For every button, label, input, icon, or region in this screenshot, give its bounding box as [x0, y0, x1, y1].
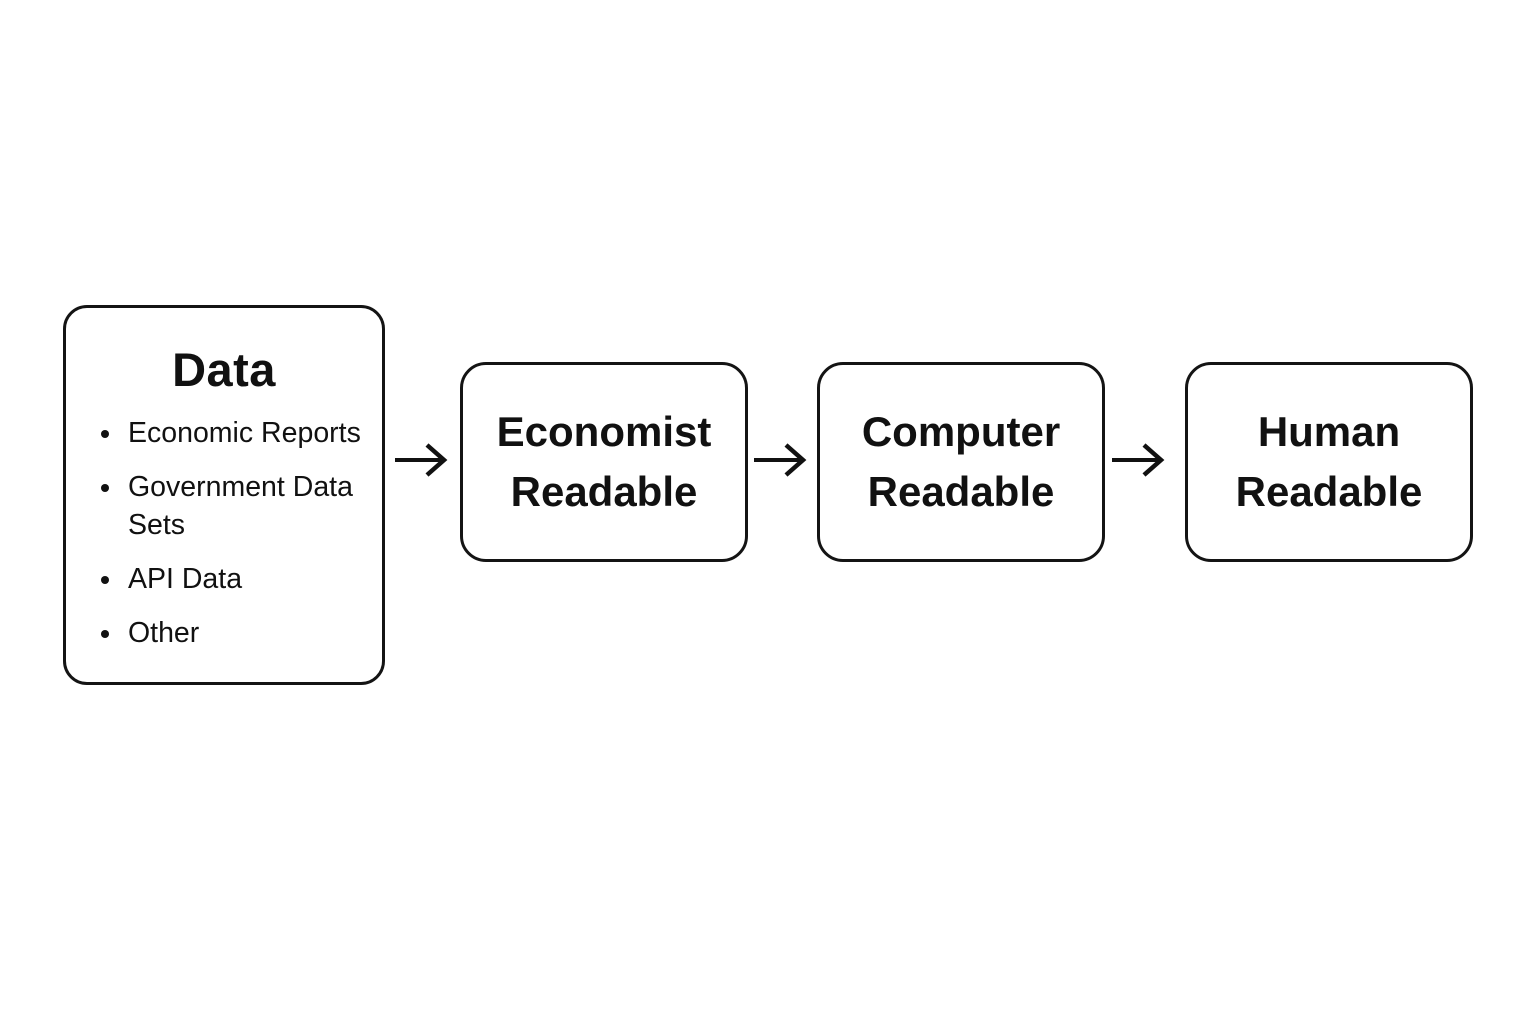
stage-label: Human Readable [1235, 408, 1423, 515]
arrow-right-icon [393, 438, 453, 482]
list-item: API Data [124, 561, 364, 599]
list-item: Economic Reports [124, 415, 364, 453]
stage-label: Economist Readable [496, 408, 712, 515]
arrow-right-icon [1110, 438, 1170, 482]
data-source-box: Data Economic Reports Government Data Se… [63, 305, 385, 685]
stage-box-human-readable: Human Readable [1185, 362, 1473, 562]
arrow-right-icon [752, 438, 812, 482]
stage-box-economist-readable: Economist Readable [460, 362, 748, 562]
stage-box-computer-readable: Computer Readable [817, 362, 1105, 562]
list-item: Government Data Sets [124, 469, 364, 545]
data-box-title: Data [172, 343, 276, 396]
stage-label: Computer Readable [861, 408, 1061, 515]
list-item: Other [124, 615, 364, 653]
data-source-list: Economic Reports Government Data Sets AP… [84, 415, 364, 652]
